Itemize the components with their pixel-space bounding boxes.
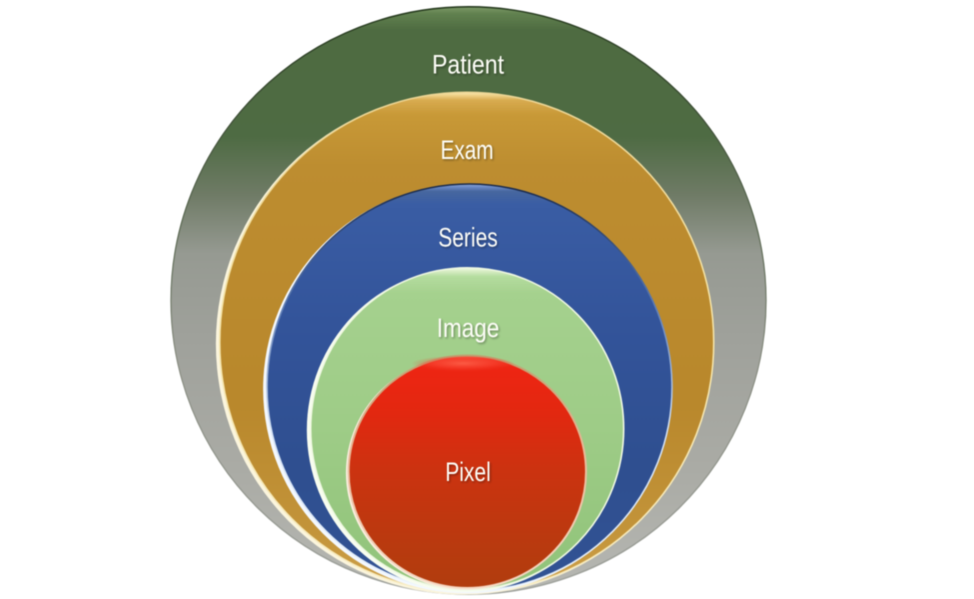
svg-text:Patient: Patient bbox=[432, 49, 504, 79]
svg-text:Pixel: Pixel bbox=[445, 457, 491, 487]
svg-text:Image: Image bbox=[437, 313, 499, 343]
svg-text:Exam: Exam bbox=[441, 135, 494, 165]
svg-text:Series: Series bbox=[438, 223, 498, 253]
